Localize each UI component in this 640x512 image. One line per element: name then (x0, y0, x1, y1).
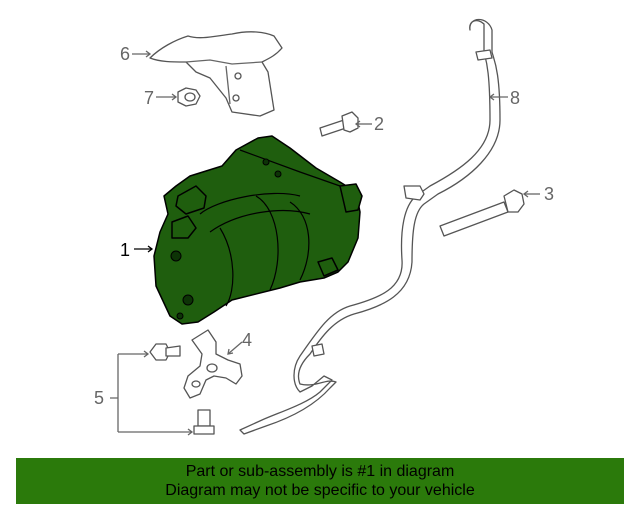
callout-2: 2 (374, 114, 384, 134)
starter-part-1[interactable] (153, 135, 363, 325)
callout-7-arrow (171, 93, 178, 101)
callout-5-leader (110, 353, 192, 433)
callout-6: 6 (120, 44, 130, 64)
banner-line-2: Diagram may not be specific to your vehi… (165, 482, 475, 499)
bolt-b-part-5[interactable] (193, 409, 215, 435)
callout-8-arrow (488, 93, 495, 101)
parts-diagram: 6 7 2 3 8 (94, 18, 554, 436)
callout-8: 8 (510, 88, 520, 108)
callout-6-arrow (145, 50, 152, 58)
cable-part-8[interactable] (239, 18, 501, 435)
bracket-part-4[interactable] (183, 329, 243, 399)
callout-4: 4 (242, 330, 252, 350)
callout-4-leader (227, 341, 243, 355)
callout-5: 5 (94, 388, 104, 408)
banner-line-1: Part or sub-assembly is #1 in diagram (185, 463, 455, 480)
nut-part-7[interactable] (177, 87, 201, 107)
callout-7: 7 (144, 88, 154, 108)
callout-1: 1 (120, 240, 130, 260)
long-bolt-part-3[interactable] (439, 189, 525, 237)
bolt-a-part-5[interactable] (149, 343, 181, 361)
bolt-part-2[interactable] (319, 111, 359, 137)
callout-4-arrow (227, 348, 234, 355)
callout-2-arrow (354, 120, 361, 128)
callout-3: 3 (544, 184, 554, 204)
callout-3-arrow (522, 190, 529, 198)
callout-1-arrow (147, 245, 154, 253)
callout-5-arrow (143, 350, 194, 436)
heat-shield-part-6[interactable] (149, 31, 283, 117)
info-banner: Part or sub-assembly is #1 in diagram Di… (16, 458, 624, 504)
